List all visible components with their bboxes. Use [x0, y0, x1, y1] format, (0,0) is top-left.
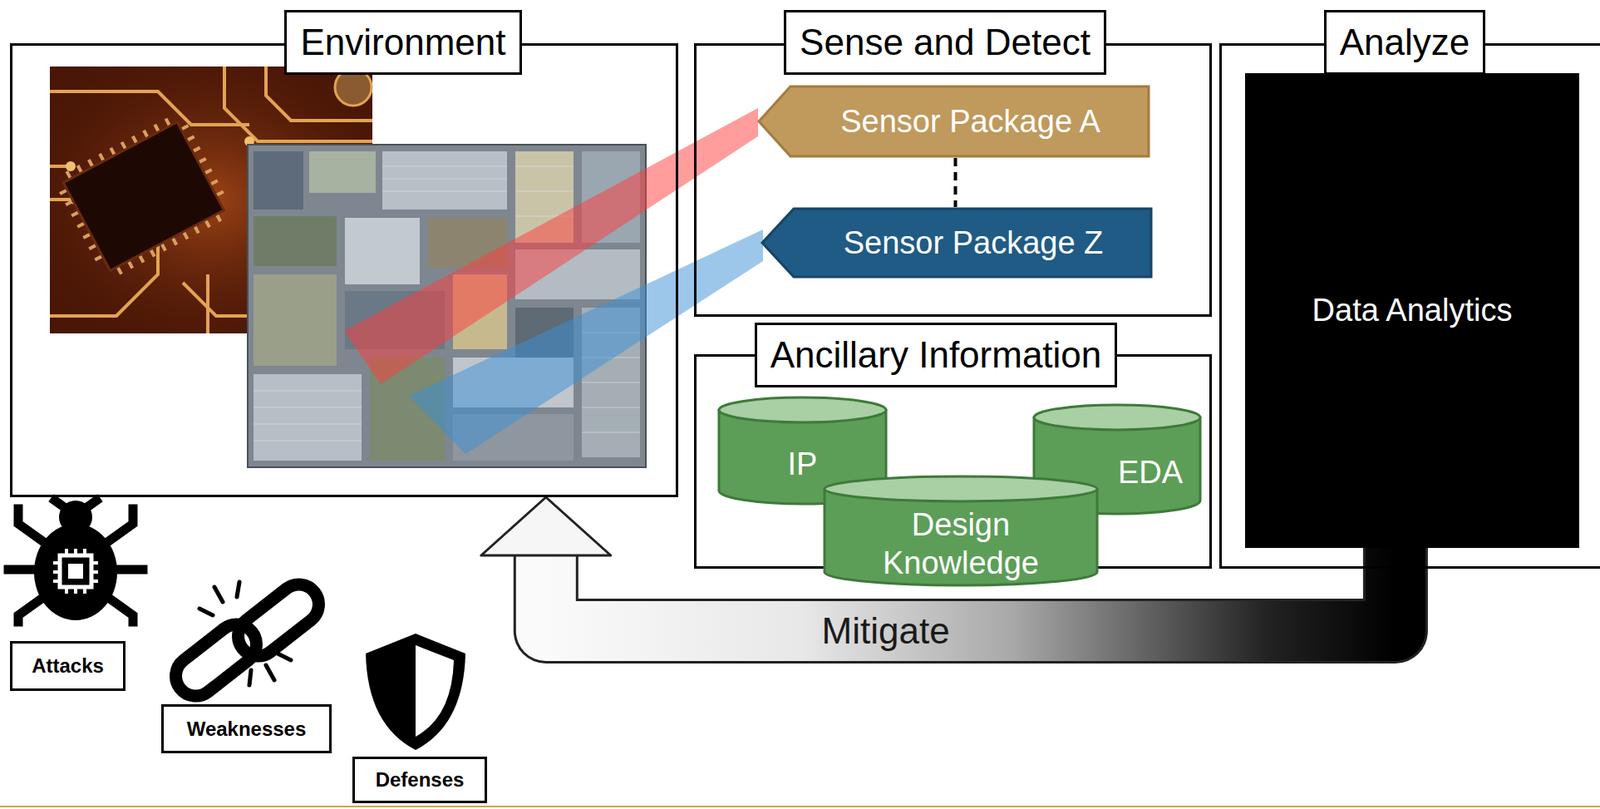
node-label: EDA — [1117, 454, 1183, 491]
node-label: Data Analytics — [1312, 292, 1513, 329]
analytics-box: Data Analytics — [1245, 73, 1580, 548]
dashed-link — [954, 157, 958, 207]
panel-title: Sense and Detect — [783, 9, 1107, 75]
panel-title: Analyze — [1324, 9, 1487, 75]
analyze-panel: AnalyzeData Analytics — [1219, 43, 1600, 569]
sensor-package: Sensor Package A — [757, 84, 1151, 158]
panel-title: Environment — [284, 9, 522, 75]
node-label: Attacks — [31, 654, 104, 678]
shield-icon — [365, 633, 466, 750]
cylinder-top — [718, 397, 887, 423]
pentagon-outline — [762, 208, 1152, 277]
node-label: Design Knowledge — [865, 506, 1057, 582]
bug-icon — [8, 500, 143, 622]
ancillary-panel: Ancillary InformationIPEDADesign Knowled… — [694, 354, 1212, 569]
node-label: Sensor Package A — [840, 103, 1101, 140]
node-label: IP — [787, 446, 818, 483]
sensor-package: Sensor Package Z — [760, 206, 1153, 279]
icon-label-box: Defenses — [352, 756, 488, 803]
pentagon-outline — [758, 86, 1149, 157]
database-cylinder: Design Knowledge — [822, 474, 1099, 587]
broken-chain-icon — [167, 576, 327, 704]
node-label: Weaknesses — [187, 717, 307, 741]
arrowhead — [481, 497, 611, 556]
node-label: Sensor Package Z — [843, 225, 1104, 261]
sensor-beam-blue — [408, 229, 764, 454]
edge-label: Mitigate — [822, 612, 951, 650]
node-label: Defenses — [375, 768, 465, 792]
environment-panel: Environment — [9, 43, 679, 498]
panel-title: Ancillary Information — [754, 322, 1118, 388]
connector — [955, 157, 956, 207]
sense-detect-panel: Sense and DetectSensor Package ASensor P… — [694, 43, 1212, 317]
icon-label-box: Weaknesses — [161, 704, 332, 754]
cylinder-top — [824, 476, 1098, 502]
icon-label-box: Attacks — [9, 640, 126, 691]
cylinder-body — [824, 487, 1098, 586]
footer-rule — [0, 805, 1600, 808]
cylinder-top — [1033, 404, 1201, 430]
